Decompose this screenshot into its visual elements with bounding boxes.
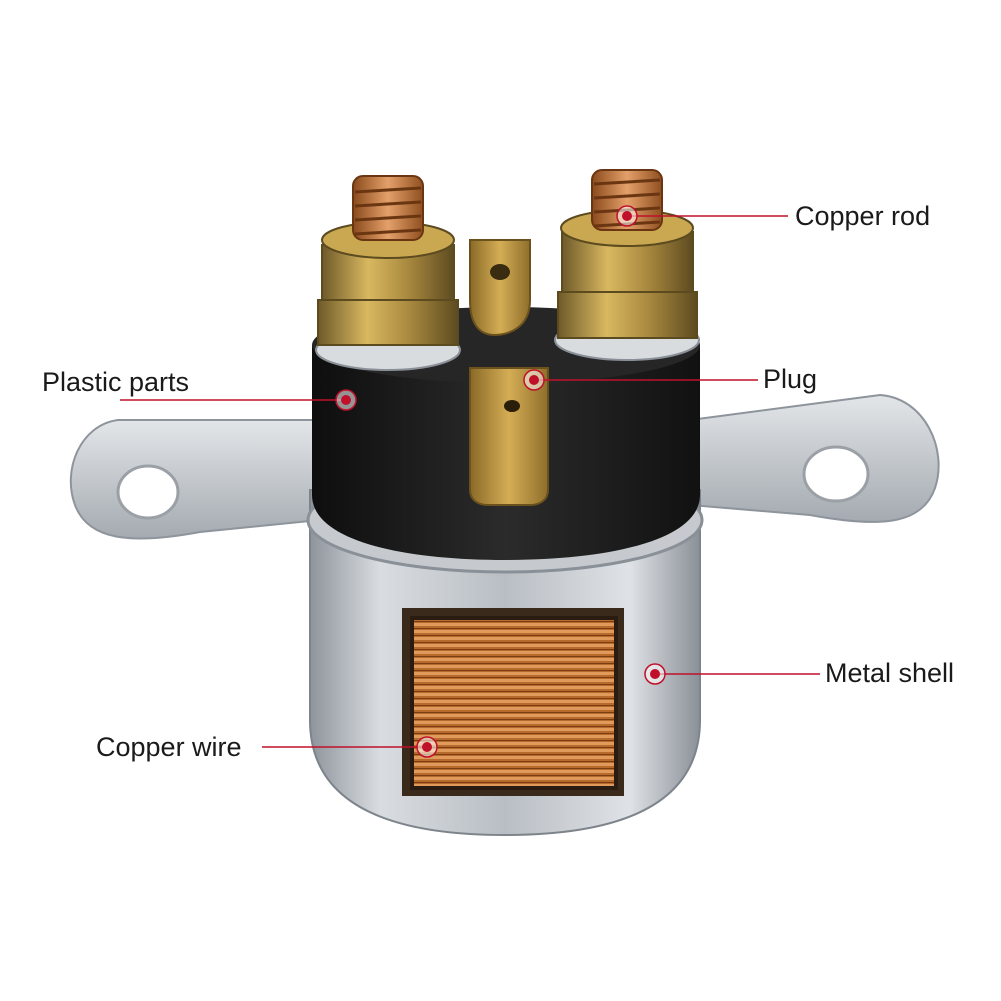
plug-tab [469,367,549,506]
mounting-bracket [69,393,940,540]
right-terminal [554,169,700,361]
marker-metal-shell [644,663,666,685]
marker-plug [523,369,545,391]
callout-leaders [120,215,820,748]
marker-copper-rod [616,205,638,227]
coil-window [402,608,624,796]
label-plug: Plug [763,364,818,394]
rear-tab [469,239,531,337]
marker-copper-wire [416,736,438,758]
left-mount-hole [116,464,180,520]
left-terminal [315,175,461,371]
label-copper-wire: Copper wire [96,732,242,762]
marker-plastic-parts [335,389,357,411]
callout-markers [335,205,666,758]
label-plastic-parts: Plastic parts [42,367,190,397]
right-mount-hole [802,445,870,503]
label-metal-shell: Metal shell [825,658,955,688]
label-copper-rod: Copper rod [795,201,931,231]
